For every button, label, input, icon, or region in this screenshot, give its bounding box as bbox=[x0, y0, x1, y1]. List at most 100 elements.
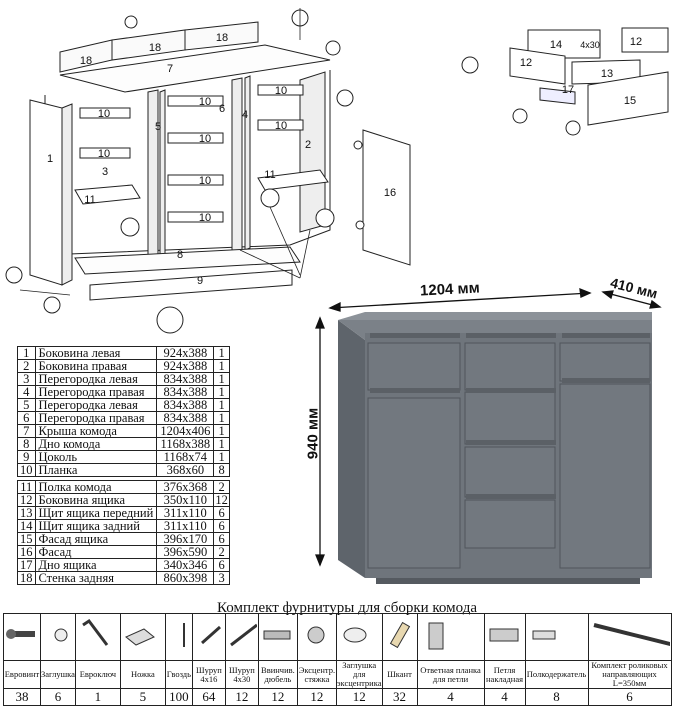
label-18c: 18 bbox=[216, 32, 228, 44]
eurobolt-icon bbox=[6, 628, 35, 639]
kit-icon-cell bbox=[416, 613, 485, 661]
parts-cell-size: 924x388 bbox=[156, 359, 215, 373]
kit-label: Ответная планка для петли bbox=[416, 660, 485, 689]
kit-count: 32 bbox=[381, 688, 418, 706]
parts-cell-n: 3 bbox=[17, 372, 36, 386]
parts-cell-name: Планка bbox=[34, 463, 158, 477]
kit-count: 8 bbox=[524, 688, 589, 706]
parts-cell-name: Стенка задняя bbox=[34, 571, 158, 585]
label-7: 7 bbox=[167, 63, 173, 75]
kit-icon-cell bbox=[296, 613, 337, 661]
parts-cell-name: Щит ящика передний bbox=[34, 506, 158, 520]
kit-count: 1 bbox=[74, 688, 121, 706]
kit-label: Ножка bbox=[119, 660, 166, 689]
kit-icon-cell bbox=[119, 613, 166, 661]
label-6: 6 bbox=[219, 103, 225, 115]
kit-label: Шкант bbox=[381, 660, 418, 689]
label-8: 8 bbox=[177, 249, 183, 261]
kit-label: Евроключ bbox=[74, 660, 121, 689]
parts-cell-name: Дно комода bbox=[34, 437, 158, 451]
parts-cell-size: 834x388 bbox=[156, 398, 215, 412]
parts-cell-n: 6 bbox=[17, 411, 36, 425]
parts-cell-n: 14 bbox=[17, 519, 36, 533]
parts-cell-size: 311x110 bbox=[156, 519, 215, 533]
kit-icon-cell bbox=[335, 613, 383, 661]
parts-cell-n: 12 bbox=[17, 493, 36, 507]
kit-label: Комплект роликовых направляющих L=350мм bbox=[587, 660, 672, 689]
hinge-plate-icon bbox=[428, 622, 444, 649]
parts-cell-qty: 6 bbox=[213, 519, 230, 533]
foot-icon bbox=[124, 627, 155, 646]
kit-title: Комплект фурнитуры для сборки комода bbox=[216, 600, 477, 616]
parts-cell-name: Щит ящика задний bbox=[34, 519, 158, 533]
label-18a: 18 bbox=[80, 55, 92, 67]
drawer-label-12a: 12 bbox=[630, 36, 642, 48]
parts-cell-size: 311x110 bbox=[156, 506, 215, 520]
drawer-label-17: 17 bbox=[562, 84, 574, 96]
label-10c: 10 bbox=[199, 96, 211, 108]
label-10g: 10 bbox=[275, 85, 287, 97]
parts-cell-name: Фасад ящика bbox=[34, 532, 158, 546]
label-16: 16 bbox=[384, 187, 396, 199]
parts-cell-n: 10 bbox=[17, 463, 36, 477]
parts-cell-n: 7 bbox=[17, 424, 36, 438]
parts-cell-n: 11 bbox=[17, 480, 36, 494]
parts-cell-qty: 1 bbox=[213, 398, 230, 412]
parts-cell-qty: 6 bbox=[213, 506, 230, 520]
kit-icon-cell bbox=[191, 613, 226, 661]
parts-cell-qty: 1 bbox=[213, 372, 230, 386]
parts-cell-n: 16 bbox=[17, 545, 36, 559]
kit-label: Евровинт bbox=[3, 660, 41, 689]
drawer-label-14: 14 bbox=[550, 39, 562, 51]
wood-dowel-icon bbox=[389, 621, 410, 648]
kit-icon-cell bbox=[164, 613, 193, 661]
label-10f: 10 bbox=[199, 212, 211, 224]
kit-count: 64 bbox=[191, 688, 226, 706]
parts-cell-qty: 8 bbox=[213, 463, 230, 477]
label-2: 2 bbox=[305, 139, 311, 151]
screw-long-icon bbox=[229, 623, 258, 646]
parts-cell-name: Боковина ящика bbox=[34, 493, 158, 507]
eccentric-icon bbox=[307, 626, 325, 643]
parts-cell-size: 396x590 bbox=[156, 545, 215, 559]
kit-count: 12 bbox=[296, 688, 337, 706]
kit-label: Эксцентр. стяжка bbox=[296, 660, 337, 689]
parts-cell-size: 1168x74 bbox=[156, 450, 215, 464]
parts-cell-name: Перегородка правая bbox=[34, 411, 158, 425]
kit-count: 6 bbox=[40, 688, 76, 706]
parts-cell-size: 834x388 bbox=[156, 411, 215, 425]
parts-cell-name: Крыша комода bbox=[34, 424, 158, 438]
nail-icon bbox=[182, 622, 185, 647]
hinge-icon bbox=[489, 628, 519, 641]
parts-cell-n: 18 bbox=[17, 571, 36, 585]
parts-cell-qty: 1 bbox=[213, 385, 230, 399]
kit-count: 12 bbox=[224, 688, 259, 706]
dimension-height: 940 мм bbox=[304, 407, 322, 460]
parts-cell-qty: 1 bbox=[213, 346, 230, 360]
kit-count: 12 bbox=[257, 688, 298, 706]
label-4: 4 bbox=[242, 109, 248, 121]
parts-cell-qty: 1 bbox=[213, 411, 230, 425]
eccentric-cap-icon bbox=[343, 627, 367, 642]
parts-cell-name: Боковина правая bbox=[34, 359, 158, 373]
parts-cell-n: 15 bbox=[17, 532, 36, 546]
shelf-support-icon bbox=[532, 630, 556, 639]
hex-key-icon bbox=[82, 618, 109, 646]
parts-cell-n: 5 bbox=[17, 398, 36, 412]
kit-label: Заглушка для эксцентрика bbox=[335, 660, 383, 689]
kit-label: Заглушка bbox=[40, 660, 76, 689]
kit-count: 5 bbox=[119, 688, 166, 706]
parts-cell-name: Дно ящика bbox=[34, 558, 158, 572]
kit-count: 100 bbox=[164, 688, 193, 706]
dimension-width: 1204 мм bbox=[419, 279, 481, 300]
kit-count: 12 bbox=[335, 688, 383, 706]
